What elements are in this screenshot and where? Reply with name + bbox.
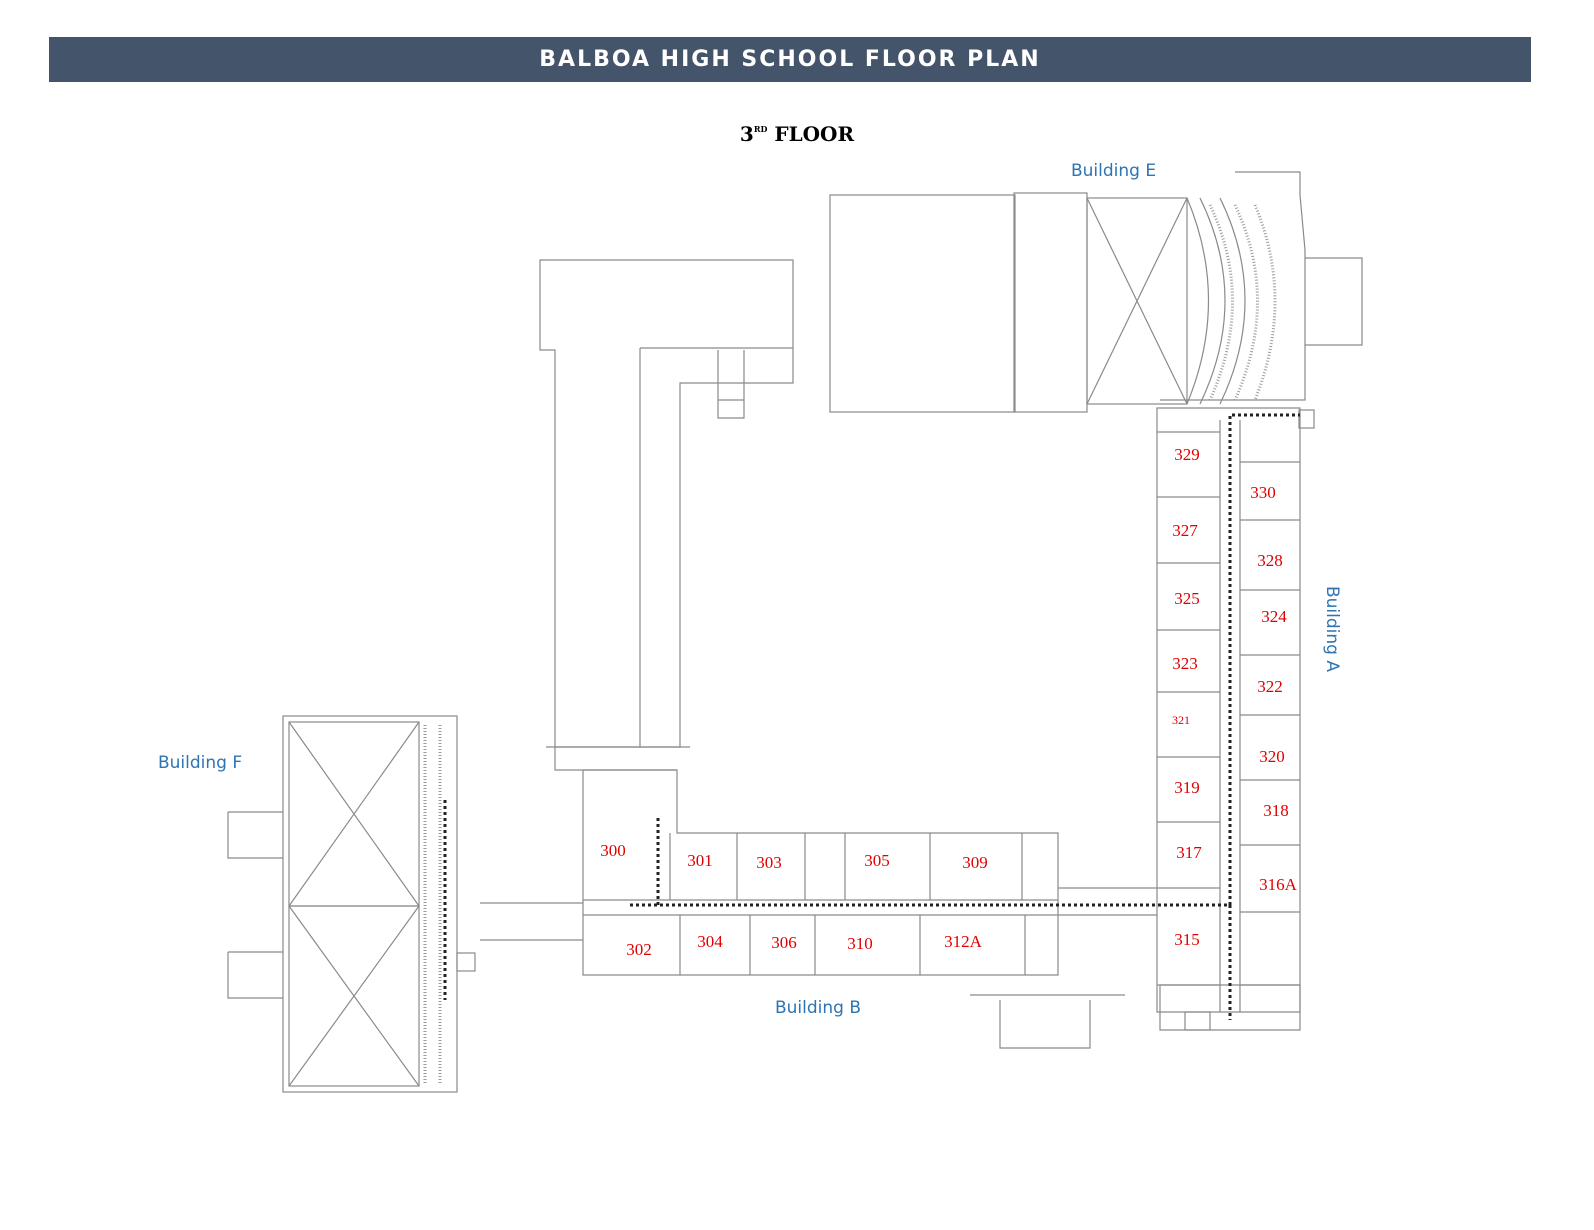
room-304[interactable]: 304: [697, 932, 723, 951]
floor-suffix: RD: [753, 124, 768, 134]
room-320[interactable]: 320: [1259, 747, 1285, 766]
room-310[interactable]: 310: [847, 934, 873, 953]
room-312a[interactable]: 312A: [944, 932, 983, 951]
room-315[interactable]: 315: [1174, 930, 1200, 949]
room-327[interactable]: 327: [1172, 521, 1198, 540]
building-a-label: Building A: [1322, 586, 1342, 672]
room-319[interactable]: 319: [1174, 778, 1200, 797]
evacuation-route: [443, 413, 1300, 1020]
building-a-outline: [1156, 407, 1301, 1031]
room-318[interactable]: 318: [1263, 801, 1289, 820]
room-305[interactable]: 305: [864, 851, 890, 870]
building-e-outline: [829, 171, 1363, 429]
page-title-banner: BALBOA HIGH SCHOOL FLOOR PLAN: [49, 37, 1531, 82]
room-325[interactable]: 325: [1174, 589, 1200, 608]
floor-label: FLOOR: [774, 122, 855, 146]
room-302[interactable]: 302: [626, 940, 652, 959]
room-301[interactable]: 301: [687, 851, 713, 870]
room-317[interactable]: 317: [1176, 843, 1202, 862]
room-306[interactable]: 306: [771, 933, 797, 952]
room-329[interactable]: 329: [1174, 445, 1200, 464]
page-title: BALBOA HIGH SCHOOL FLOOR PLAN: [539, 47, 1041, 72]
room-309[interactable]: 309: [962, 853, 988, 872]
floor-heading: 3RD FLOOR: [0, 122, 1594, 146]
building-b-label: Building B: [775, 998, 861, 1018]
building-f-label: Building F: [158, 753, 242, 773]
room-330[interactable]: 330: [1250, 483, 1276, 502]
room-328[interactable]: 328: [1257, 551, 1283, 570]
room-323[interactable]: 323: [1172, 654, 1198, 673]
room-324[interactable]: 324: [1261, 607, 1287, 626]
room-322[interactable]: 322: [1257, 677, 1283, 696]
building-b-outline: [480, 769, 1157, 1049]
building-e-label: Building E: [1071, 161, 1156, 181]
north-wing-outline: [539, 259, 794, 771]
building-f-outline: [227, 715, 476, 1093]
floor-number: 3: [739, 122, 754, 146]
room-303[interactable]: 303: [756, 853, 782, 872]
room-300[interactable]: 300: [600, 841, 626, 860]
room-321[interactable]: 321: [1172, 713, 1190, 727]
room-316a[interactable]: 316A: [1259, 875, 1298, 894]
